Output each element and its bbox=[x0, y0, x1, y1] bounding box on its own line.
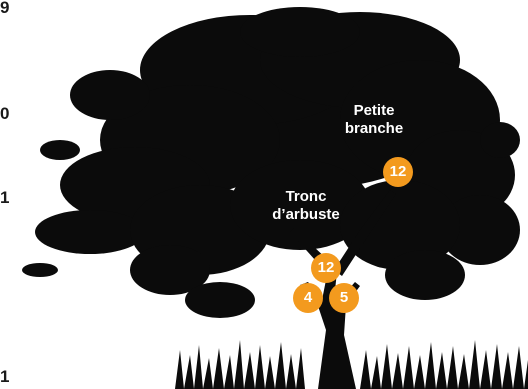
badge-right-trunk: 5 bbox=[329, 283, 359, 313]
edge-number-1: 9 bbox=[0, 0, 10, 17]
label-tronc-arbuste-line2: d’arbuste bbox=[272, 206, 340, 223]
label-tronc-arbuste: Tronc d’arbuste bbox=[264, 188, 348, 224]
grass-icon bbox=[175, 340, 528, 389]
edge-number-2: 0 bbox=[0, 104, 10, 123]
badge-upper-trunk: 12 bbox=[311, 253, 341, 283]
label-tronc-arbuste-line1: Tronc bbox=[285, 188, 327, 205]
badge-branch: 12 bbox=[383, 157, 413, 187]
label-petite-branche-line1: Petite bbox=[353, 102, 395, 119]
label-petite-branche: Petite branche bbox=[338, 102, 410, 138]
badge-left-trunk: 4 bbox=[293, 283, 323, 313]
tree-canopy bbox=[22, 7, 520, 318]
edge-number-3: 1 bbox=[0, 188, 10, 207]
label-petite-branche-line2: branche bbox=[344, 120, 404, 137]
edge-number-4: 1 bbox=[0, 367, 10, 386]
